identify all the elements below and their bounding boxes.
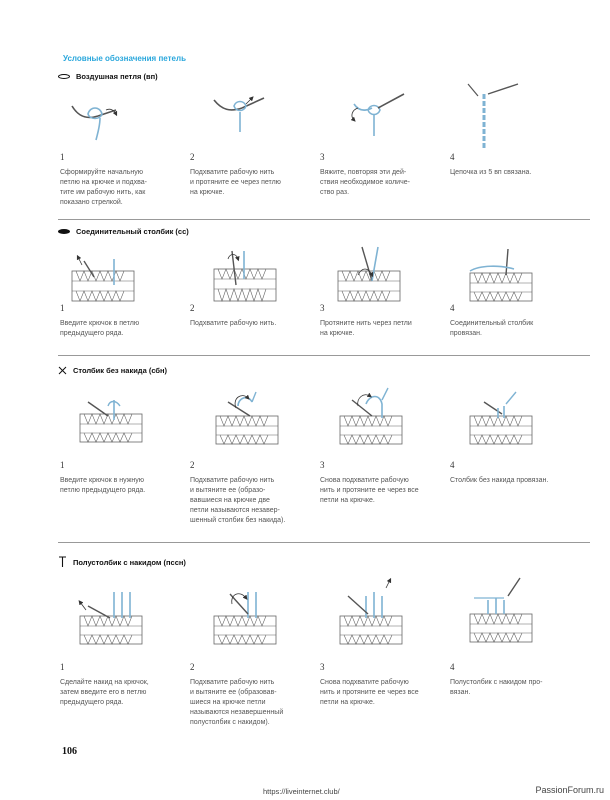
cross-icon [58,366,67,375]
step-number: 1 [60,460,65,470]
oval-filled-icon [58,229,70,234]
section-heading-text: Воздушная петля (вп) [76,72,158,81]
step-number: 3 [320,460,325,470]
step-text: Подхватите рабочую нить. [190,320,277,327]
step-number: 3 [320,303,325,313]
section-heading-text: Соединительный столбик (сс) [76,227,189,236]
step-illustration [337,246,401,302]
watermark-text: PassionForum.ru [535,785,604,795]
page-title: Условные обозначения петель [63,54,186,63]
step-text: Цепочка из 5 вп связана. [450,169,532,176]
step-number: 4 [450,152,455,162]
step-text: Сделайте накид на крючок,затем введите е… [60,679,149,706]
section-heading: Воздушная петля (вп) [58,72,158,81]
step-illustration [213,250,277,302]
step-text: Полустолбик с накидом про-вязан. [450,679,543,696]
step-number: 2 [190,152,195,162]
section-heading: Соединительный столбик (сс) [58,227,189,236]
step-number: 3 [320,152,325,162]
step-illustration [339,387,403,445]
step-number: 3 [320,662,325,672]
step-illustration [339,577,403,645]
step-number: 4 [450,460,455,470]
step-illustration [213,96,265,132]
section-divider [58,219,590,220]
footer-url[interactable]: https://liveinternet.club/ [263,787,340,796]
step-illustration [71,254,135,302]
section-heading-text: Полустолбик с накидом (пссн) [73,557,186,567]
step-number: 1 [60,662,65,672]
section-heading: Полустолбик с накидом (пссн) [58,556,186,568]
section-heading-text: Столбик без накида (сбн) [73,366,168,375]
step-number: 2 [190,460,195,470]
step-illustration [71,105,118,141]
section-divider [58,355,590,356]
page-number: 106 [62,746,77,757]
step-illustration [469,248,533,302]
step-text: Вяжите, повторяя эти дей-ствия необходим… [320,169,410,196]
step-text: Столбик без накида провязан. [450,477,549,484]
step-number: 2 [190,303,195,313]
step-illustration [78,592,143,645]
step-number: 1 [60,152,65,162]
step-illustration [467,83,519,148]
step-illustration [469,577,533,643]
step-illustration [469,391,533,445]
section-divider [58,542,590,543]
oval-outline-icon [58,74,70,79]
section-heading: Столбик без накида (сбн) [58,366,167,375]
step-illustration [350,93,405,136]
step-number: 4 [450,303,455,313]
step-illustration [79,400,143,443]
step-number: 1 [60,303,65,313]
step-number: 2 [190,662,195,672]
t-bar-icon [59,556,66,567]
step-number: 4 [450,662,455,672]
step-illustration [213,592,277,645]
step-illustration [215,391,279,445]
